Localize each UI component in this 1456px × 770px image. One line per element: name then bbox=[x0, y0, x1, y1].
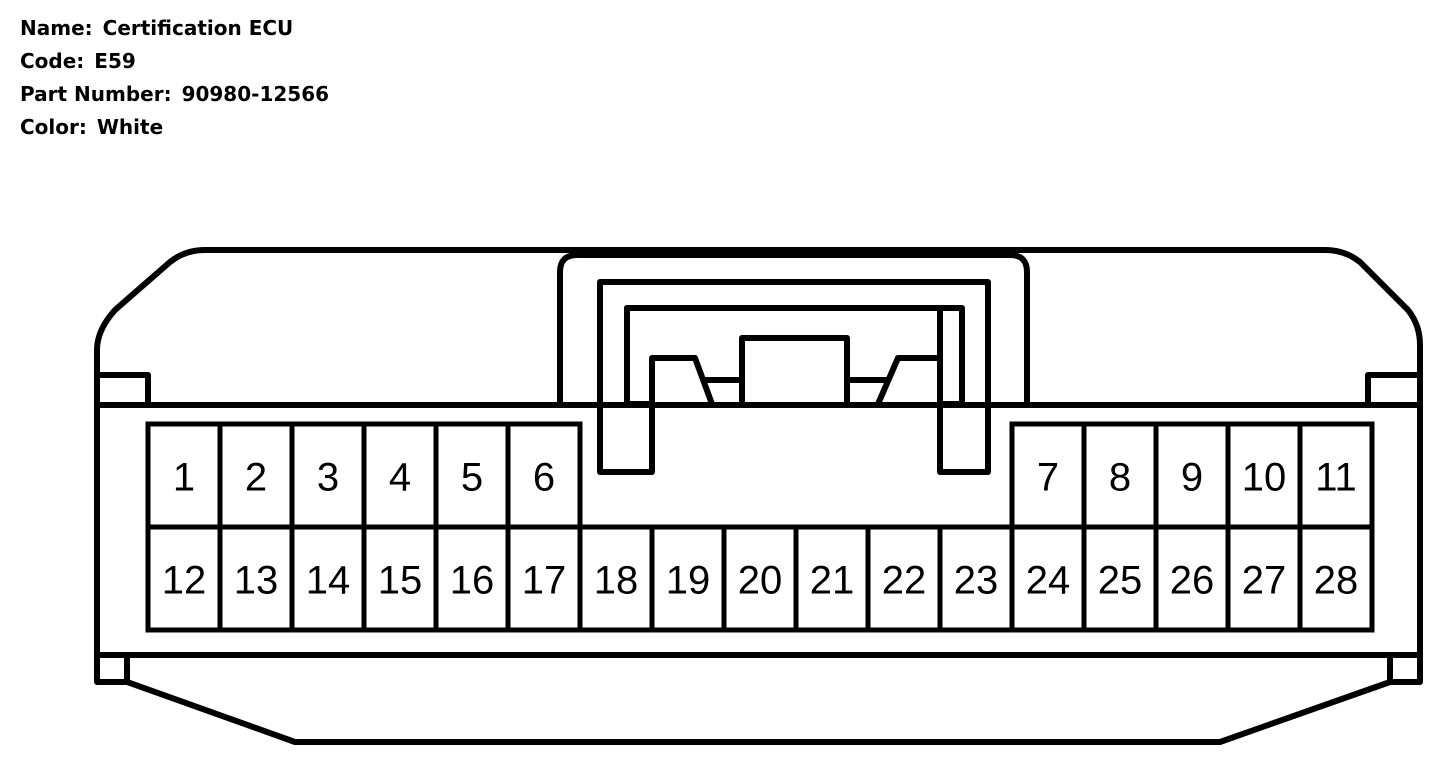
pin-9-label: 9 bbox=[1181, 456, 1203, 500]
lock-housing bbox=[557, 252, 1030, 405]
lock-latch bbox=[624, 305, 965, 407]
pin-25-label: 25 bbox=[1098, 559, 1143, 603]
housing-right-notch bbox=[1365, 372, 1420, 405]
pin-10-label: 10 bbox=[1242, 456, 1287, 500]
pin-6-label: 6 bbox=[533, 456, 555, 500]
code-row: Code: E59 bbox=[20, 45, 329, 78]
pin-21-label: 21 bbox=[810, 559, 855, 603]
pin-5-label: 5 bbox=[461, 456, 483, 500]
color-label: Color: bbox=[20, 115, 87, 139]
part-number-value: 90980-12566 bbox=[181, 82, 330, 106]
name-row: Name: Certification ECU bbox=[20, 12, 329, 45]
pin-17-label: 17 bbox=[522, 559, 567, 603]
code-label: Code: bbox=[20, 49, 85, 73]
pin-2-label: 2 bbox=[245, 456, 267, 500]
housing-bottom-right-tab bbox=[1387, 652, 1423, 685]
color-row: Color: White bbox=[20, 111, 329, 144]
lock-tab bbox=[739, 335, 850, 404]
pin-11-label: 11 bbox=[1315, 456, 1357, 500]
pin-3-label: 3 bbox=[317, 456, 339, 500]
housing-body-outline bbox=[94, 402, 1423, 680]
pin-15-label: 15 bbox=[378, 559, 423, 603]
pin-1-label: 1 bbox=[173, 456, 195, 500]
pin-27-label: 27 bbox=[1242, 559, 1287, 603]
pin-4-label: 4 bbox=[389, 456, 411, 500]
pin-20-label: 20 bbox=[738, 559, 783, 603]
pin-28-label: 28 bbox=[1314, 559, 1359, 603]
part-number-row: Part Number: 90980-12566 bbox=[20, 78, 329, 111]
pin-22-label: 22 bbox=[882, 559, 927, 603]
code-value: E59 bbox=[94, 49, 136, 73]
pin-19-label: 19 bbox=[666, 559, 711, 603]
part-number-label: Part Number: bbox=[20, 82, 172, 106]
name-value: Certification ECU bbox=[102, 16, 294, 40]
connector-info: Name: Certification ECU Code: E59 Part Num… bbox=[20, 12, 329, 144]
pin-28-cavity bbox=[1297, 524, 1375, 633]
pin-24-label: 24 bbox=[1026, 559, 1071, 603]
housing-top-outline bbox=[94, 247, 1423, 405]
pin-8-label: 8 bbox=[1109, 456, 1131, 500]
pin-13-label: 13 bbox=[234, 559, 279, 603]
pin-14-label: 14 bbox=[306, 559, 351, 603]
pin-23-label: 23 bbox=[954, 559, 999, 603]
housing-bottom-left-tab bbox=[94, 652, 130, 685]
pin-7-label: 7 bbox=[1037, 456, 1059, 500]
housing-bottom-skirt bbox=[97, 652, 1420, 745]
pin-12-label: 12 bbox=[162, 559, 207, 603]
color-value: White bbox=[96, 115, 164, 139]
housing-left-notch bbox=[97, 372, 151, 405]
pin-26-label: 26 bbox=[1170, 559, 1215, 603]
pin-18-label: 18 bbox=[594, 559, 639, 603]
pin-16-label: 16 bbox=[450, 559, 495, 603]
name-label: Name: bbox=[20, 16, 93, 40]
